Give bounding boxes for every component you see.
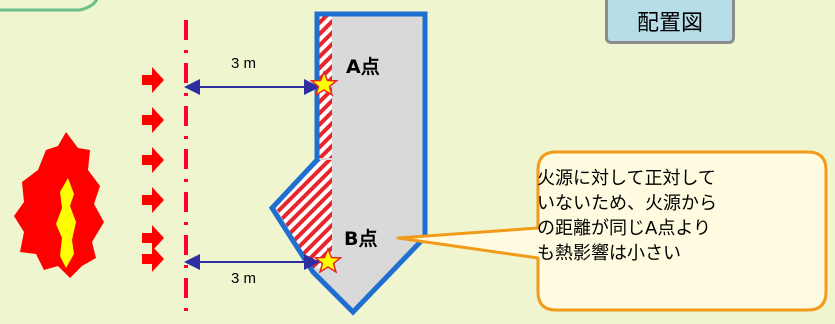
point-b-label: B点 bbox=[344, 228, 378, 250]
callout-text: 火源に対して正対して いないため、火源から の距離が同じA点より も熱影響は小さ… bbox=[537, 166, 819, 266]
hatched-edge-lower bbox=[276, 160, 332, 268]
distance-label-b: 3 m bbox=[231, 270, 257, 287]
callout-bubble bbox=[396, 150, 828, 312]
heat-arrow-3 bbox=[142, 147, 164, 173]
callout-line-3: の距離が同じA点より bbox=[537, 218, 711, 239]
heat-arrow-4 bbox=[142, 187, 164, 213]
diagram-title: 配置図 bbox=[605, 0, 735, 44]
callout-line-1: 火源に対して正対して bbox=[537, 168, 716, 189]
point-a-label: A点 bbox=[346, 56, 380, 78]
heat-arrow-5 bbox=[142, 225, 164, 251]
diagram-title-text: 配置図 bbox=[636, 11, 703, 36]
callout-line-4: も熱影響は小さい bbox=[537, 243, 681, 264]
heat-arrow-1 bbox=[142, 67, 164, 93]
star-icon-b bbox=[313, 247, 343, 274]
distance-label-a: 3 m bbox=[231, 55, 257, 72]
cropped-shape bbox=[0, 0, 99, 12]
heat-arrow-2 bbox=[142, 107, 164, 133]
heat-arrow-6 bbox=[142, 246, 164, 272]
star-icon-a bbox=[309, 70, 339, 97]
heat-arrows bbox=[142, 67, 164, 272]
callout-line-2: いないため、火源から bbox=[537, 193, 717, 214]
fire-icon bbox=[14, 132, 104, 278]
